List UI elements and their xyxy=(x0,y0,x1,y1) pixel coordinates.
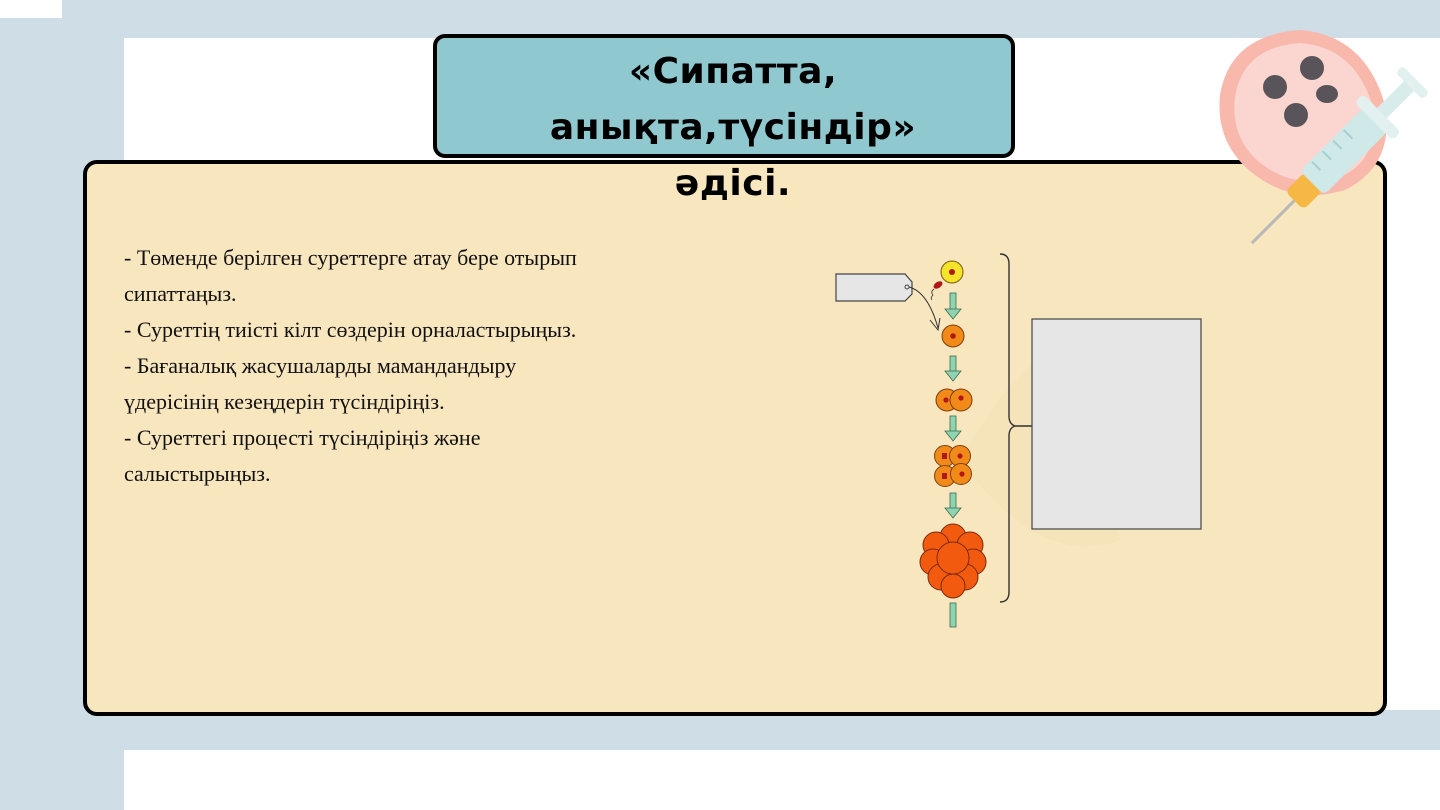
down-arrow-icon xyxy=(944,292,962,320)
down-arrow-icon xyxy=(944,415,962,442)
syringe-icon xyxy=(1250,67,1428,245)
instruction-line: - Суреттің тиісті кілт сөздерін орналаст… xyxy=(124,317,577,342)
four-cell-icon xyxy=(934,445,972,487)
embryo-development-diagram xyxy=(835,253,1202,628)
background-band-bottom xyxy=(0,710,1440,750)
egg-cell-icon xyxy=(940,260,964,284)
title-box xyxy=(433,34,1015,158)
instruction-line: - Төменде берілген суреттерге атау бере … xyxy=(124,245,577,270)
virus-syringe-illustration xyxy=(1219,30,1428,245)
morula-icon xyxy=(919,523,987,599)
sperm-icon xyxy=(930,281,943,301)
title-line-2: анықта,түсіндір» xyxy=(549,107,917,148)
single-cell-icon xyxy=(941,324,965,348)
curved-arrow-icon xyxy=(908,286,939,329)
instruction-line: - Бағаналық жасушаларды мамандандыру xyxy=(124,353,517,378)
arrow-stem-icon xyxy=(949,602,957,628)
label-tag[interactable] xyxy=(835,273,913,302)
down-arrow-icon xyxy=(944,355,962,382)
down-arrow-icon xyxy=(944,492,962,519)
instructions-list: - Төменде берілген суреттерге атау бере … xyxy=(124,240,724,492)
title-line-1: «Сипатта, xyxy=(628,51,838,92)
instruction-line: сипаттаңыз. xyxy=(124,281,237,306)
instruction-line: - Суреттегі процесті түсіндіріңіз және xyxy=(124,425,481,450)
instruction-line: үдерісінің кезеңдерін түсіндіріңіз. xyxy=(124,389,445,414)
slide-title: «Сипатта, анықта,түсіндір» әдісі. xyxy=(433,44,1033,212)
title-line-3: әдісі. xyxy=(674,163,792,204)
answer-box[interactable] xyxy=(1031,318,1202,530)
background-band-top xyxy=(62,0,1440,38)
two-cell-icon xyxy=(935,388,973,412)
instruction-line: салыстырыңыз. xyxy=(124,461,271,486)
